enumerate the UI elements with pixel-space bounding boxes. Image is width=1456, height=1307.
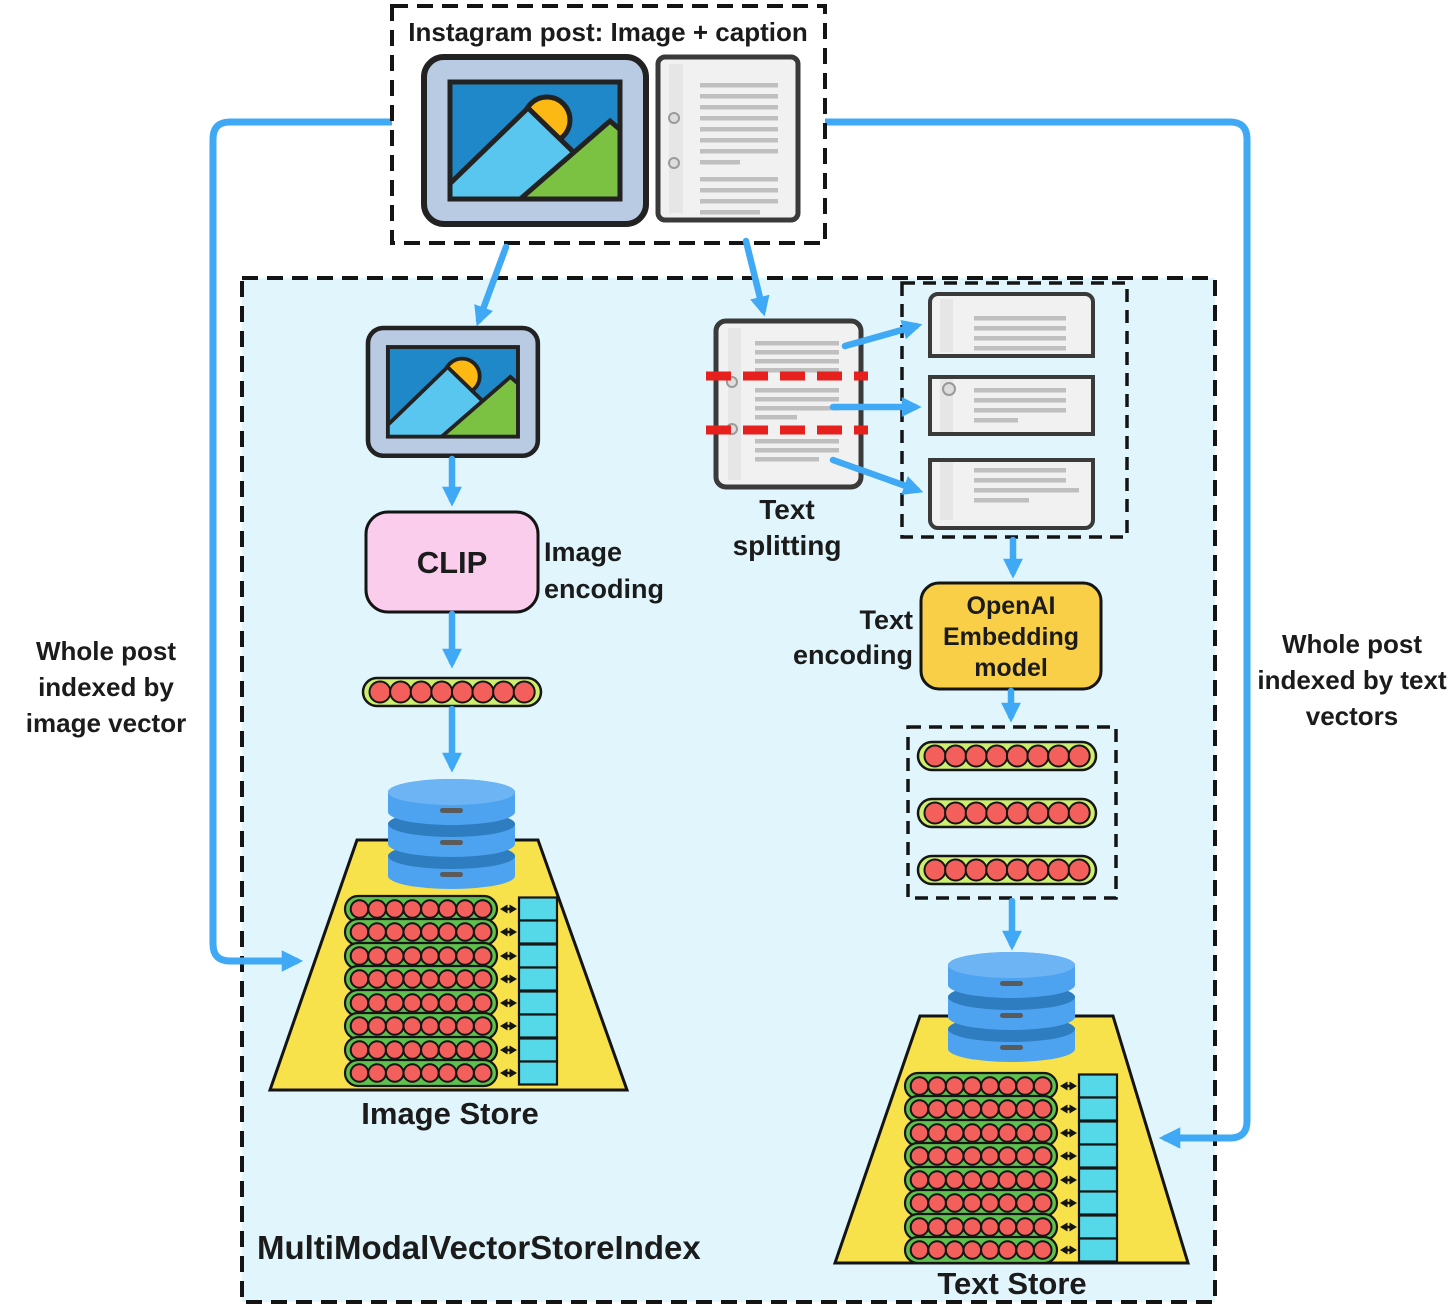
caption-document-icon — [655, 54, 801, 223]
openai-label-line1: OpenAI — [967, 592, 1056, 620]
text-store-row — [903, 1141, 1119, 1171]
text-store-group: Text Store — [832, 952, 1191, 1301]
text-vector-embedding-pill — [916, 854, 1098, 886]
database-icon — [388, 779, 515, 889]
text-store-row — [903, 1188, 1119, 1218]
image-store-row — [343, 1058, 559, 1088]
left-note-line1: Whole post — [36, 636, 176, 666]
text-encoding-label-line2: encoding — [793, 640, 913, 670]
image-flow-arrow — [474, 243, 510, 327]
image-store-row — [343, 917, 559, 947]
text-splitting-label-line1: Text — [759, 494, 815, 525]
right-note-line3: vectors — [1306, 701, 1399, 731]
openai-embedding-model-box: OpenAI Embedding model — [919, 581, 1103, 691]
image-store-row — [343, 964, 559, 994]
openai-label-line2: Embedding — [943, 623, 1079, 651]
left-note-line3: image vector — [26, 708, 186, 738]
text-store-row — [903, 1094, 1119, 1124]
text-chunk-icon — [928, 292, 1095, 358]
text-chunk-icon — [928, 458, 1095, 530]
text-vector-embedding-pill — [916, 797, 1098, 829]
openai-label-line3: model — [974, 654, 1048, 682]
text-vectors-box — [906, 725, 1118, 900]
image-vector-embedding-pill — [361, 676, 543, 708]
whole-post-text-vector-connector — [821, 118, 1251, 1149]
right-note-line1: Whole post — [1282, 629, 1422, 659]
text-vector-embedding-pill — [916, 740, 1098, 772]
image-encoding-label-line2: encoding — [544, 574, 664, 604]
caption-flow-arrow — [742, 237, 770, 317]
split-to-chunk-arrow — [841, 320, 923, 350]
right-note-line2: indexed by text — [1257, 665, 1447, 695]
text-store-label: Text Store — [937, 1266, 1086, 1301]
left-note-line2: indexed by — [38, 672, 174, 702]
instagram-post-title: Instagram post: Image + caption — [408, 17, 807, 47]
clip-label: CLIP — [417, 545, 488, 580]
instagram-post-group: Instagram post: Image + caption — [390, 4, 827, 245]
image-store-label: Image Store — [361, 1096, 538, 1131]
split-to-chunk-arrow — [829, 456, 924, 495]
text-encoding-label-line1: Text — [859, 605, 913, 635]
text-chunk-icon — [928, 375, 1095, 436]
database-icon — [948, 952, 1075, 1062]
image-store-row — [343, 1011, 559, 1041]
image-store-group: Image Store — [267, 779, 630, 1131]
whole-post-image-vector-connector — [209, 118, 396, 972]
clip-model-box: CLIP — [364, 510, 540, 614]
image-encoding-label-line1: Image — [544, 537, 622, 567]
text-store-row — [903, 1235, 1119, 1265]
container-label: MultiModalVectorStoreIndex — [257, 1229, 701, 1266]
text-splitting-label-line2: splitting — [733, 530, 842, 561]
